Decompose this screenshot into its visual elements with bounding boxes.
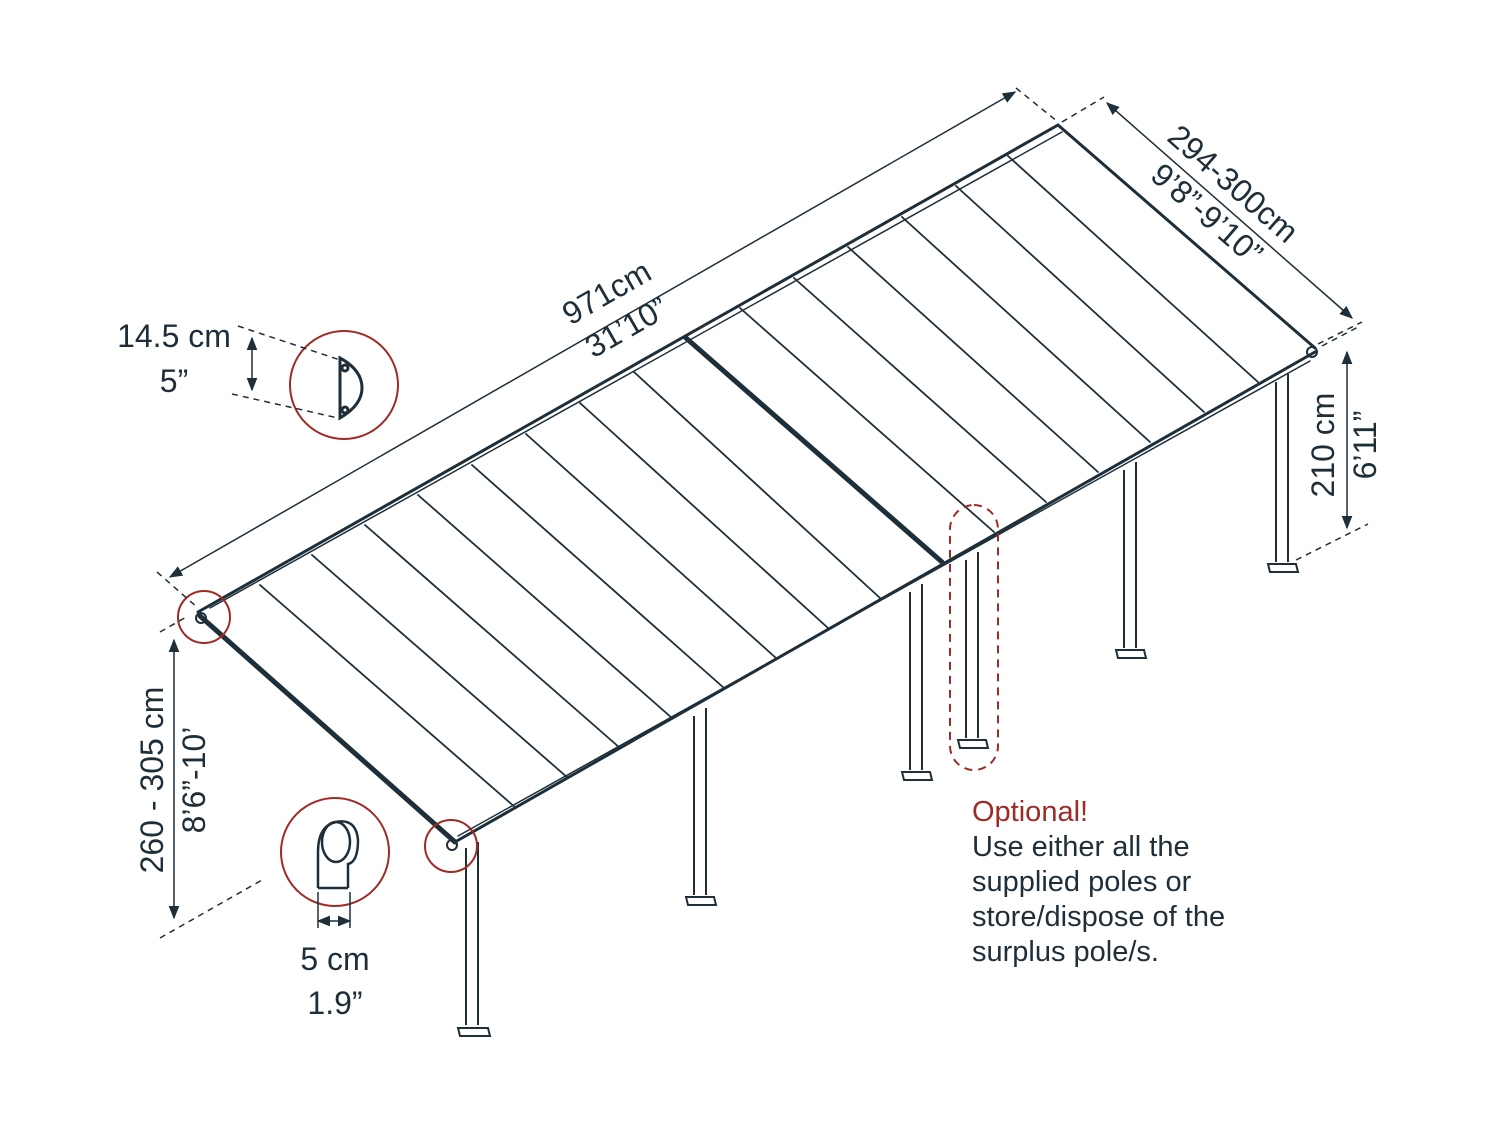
highlights [177, 330, 999, 907]
roof-panels [259, 155, 1259, 809]
gutter-profile-detail [289, 330, 399, 440]
roof [195, 123, 1318, 851]
optional-note-line: store/dispose of the [972, 901, 1226, 933]
gutter-metric-label: 14.5 cm [117, 318, 231, 354]
optional-note-line: surplus pole/s. [972, 936, 1159, 968]
gutter-profile-icon [338, 355, 364, 421]
front-height-imperial-label: 8’6”-10’ [176, 727, 212, 834]
post-4 [1114, 462, 1148, 659]
post-1 [456, 842, 492, 1037]
post-optional [956, 552, 990, 749]
post-metric-label: 5 cm [300, 941, 369, 977]
dimension-lines [156, 87, 1369, 939]
post-5 [1266, 374, 1300, 573]
gutter-imperial-label: 5” [160, 363, 188, 399]
back-height-metric-label: 210 cm [1305, 393, 1341, 498]
gutter-end-highlight [177, 590, 231, 644]
post-imperial-label: 1.9” [307, 985, 362, 1021]
middle-joint [683, 335, 945, 565]
post-3 [900, 584, 934, 781]
wall-beam [196, 123, 1060, 614]
posts [456, 374, 1300, 1037]
length-dimension [168, 91, 1017, 578]
back-height-imperial-label: 6’11” [1347, 411, 1383, 480]
front-gutter [453, 350, 1317, 844]
optional-note: Optional! Use either all the supplied po… [972, 795, 1312, 970]
optional-note-line: supplied poles or [972, 866, 1192, 898]
left-side-beam [197, 613, 458, 845]
post-top-highlight [424, 819, 478, 873]
optional-note-line: Use either all the [972, 831, 1190, 863]
front-height-metric-label: 260 - 305 cm [134, 687, 170, 874]
optional-note-title: Optional! [972, 796, 1089, 828]
post-profile-detail [280, 797, 390, 907]
post-2 [684, 708, 718, 906]
width-dimension [1105, 102, 1354, 319]
post-profile-icon [316, 820, 360, 890]
